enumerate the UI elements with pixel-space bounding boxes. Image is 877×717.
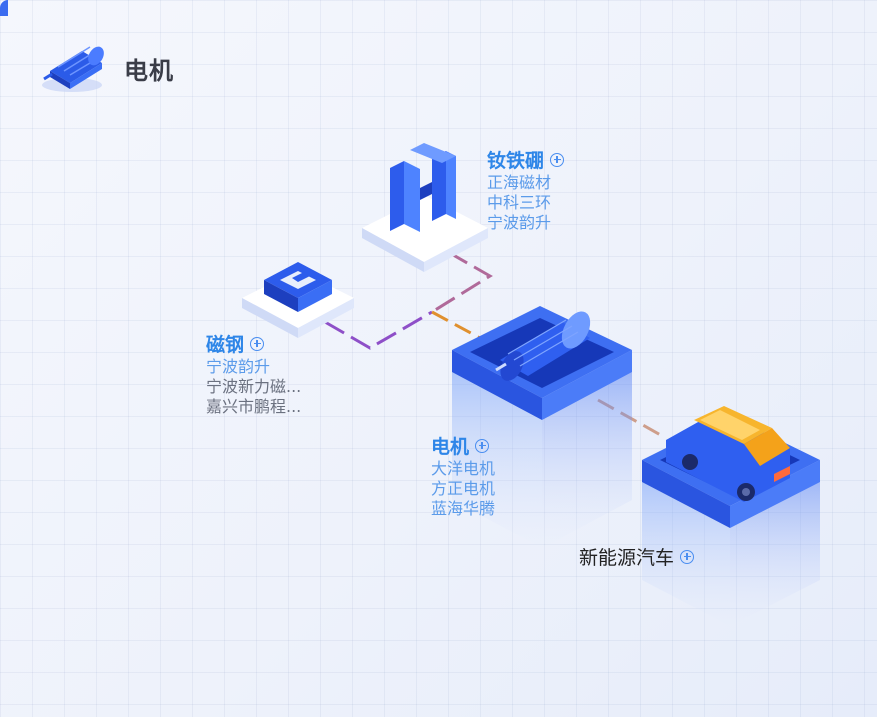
connector-magnet <box>324 310 433 350</box>
ndfeb-company-1[interactable]: 正海磁材 <box>487 173 552 192</box>
motor-block <box>452 306 632 548</box>
magnet-steel-company-2[interactable]: 宁波新力磁... <box>206 377 302 396</box>
ndfeb-block <box>362 143 488 272</box>
ndfeb-label: 钕铁硼 正海磁材 中科三环 宁波韵升 <box>487 146 565 233</box>
motor-title-row: 电机 <box>431 432 495 459</box>
nev-title: 新能源汽车 <box>579 547 675 569</box>
nev-expand-icon[interactable] <box>680 549 695 564</box>
magnet-steel-company-3[interactable]: 嘉兴市鹏程... <box>206 397 302 416</box>
motor-company-3[interactable]: 蓝海华腾 <box>431 499 496 518</box>
ndfeb-company-3[interactable]: 宁波韵升 <box>487 213 552 232</box>
motor-title: 电机 <box>431 436 470 458</box>
connector-ndfeb <box>431 250 493 314</box>
header: 电机 <box>36 38 174 98</box>
connector-to-motor <box>431 310 481 340</box>
magnet-steel-expand-icon[interactable] <box>250 336 265 351</box>
magnet-steel-label: 磁钢 宁波韵升 宁波新力磁... 嘉兴市鹏程... <box>206 330 301 417</box>
ndfeb-expand-icon[interactable] <box>550 152 565 167</box>
page-title: 电机 <box>124 56 174 85</box>
motor-icon <box>42 46 104 92</box>
magnet-steel-block <box>242 262 354 338</box>
magnet-steel-title: 磁钢 <box>206 334 245 356</box>
nev-block <box>642 406 820 626</box>
motor-company-2[interactable]: 方正电机 <box>431 479 496 498</box>
motor-label: 电机 大洋电机 方正电机 蓝海华腾 <box>431 432 495 519</box>
nev-label: 新能源汽车 <box>579 543 695 570</box>
motor-expand-icon[interactable] <box>475 438 490 453</box>
ndfeb-title: 钕铁硼 <box>487 150 545 172</box>
corner-accent <box>0 0 8 16</box>
ndfeb-company-2[interactable]: 中科三环 <box>487 193 552 212</box>
ndfeb-title-row: 钕铁硼 <box>487 146 565 173</box>
magnet-steel-company-1[interactable]: 宁波韵升 <box>206 357 271 376</box>
magnet-steel-title-row: 磁钢 <box>206 330 301 357</box>
nev-title-row: 新能源汽车 <box>579 543 695 570</box>
motor-company-1[interactable]: 大洋电机 <box>431 459 496 478</box>
